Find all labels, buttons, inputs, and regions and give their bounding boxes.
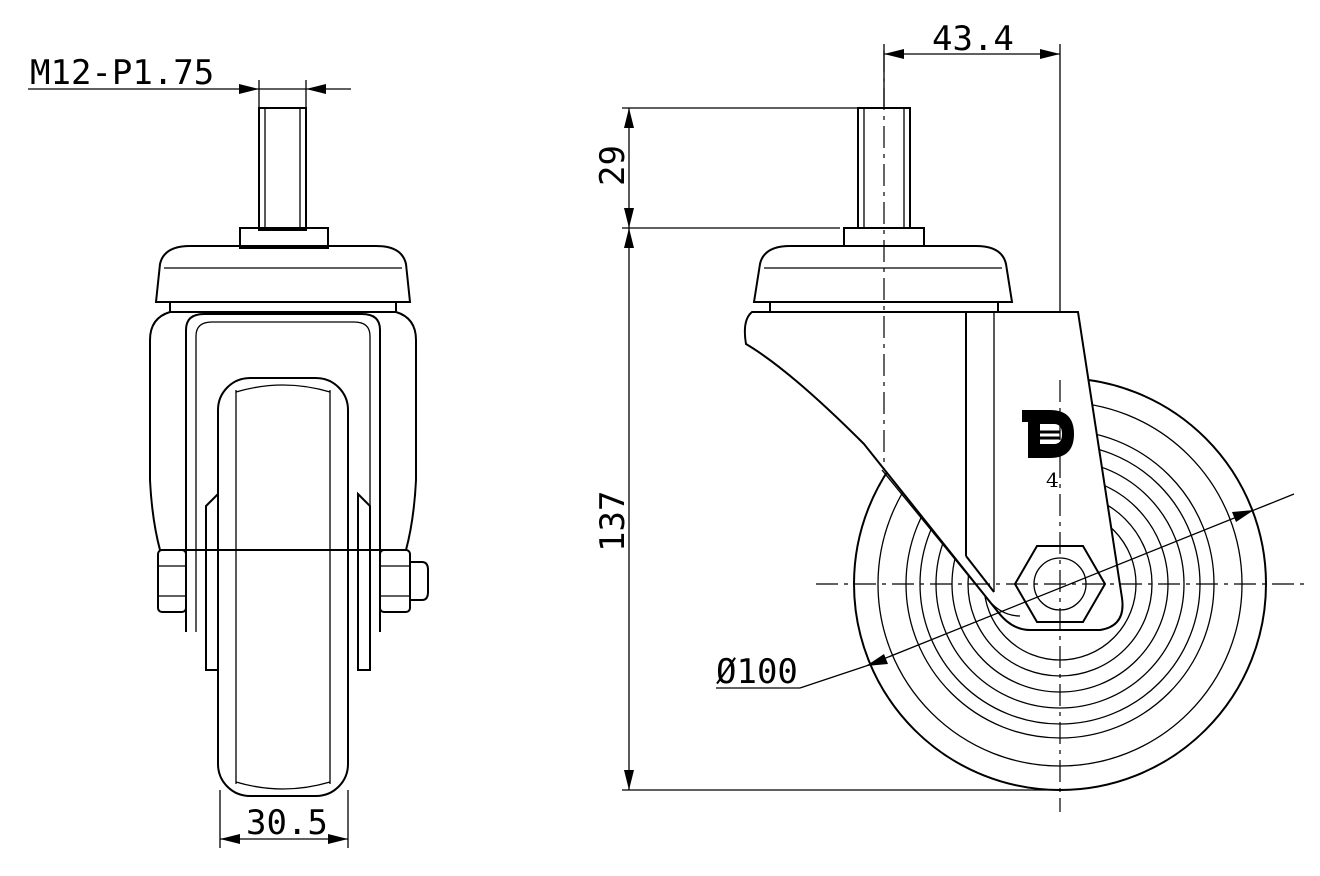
wheel-width-label: 30.5 bbox=[246, 803, 328, 843]
front-top-nut bbox=[239, 227, 329, 249]
total-height-dimension: 137 bbox=[593, 228, 1060, 791]
front-axle-nut-right bbox=[379, 549, 429, 613]
thread-dimension: M12-P1.75 bbox=[28, 53, 351, 108]
side-swivel-cap bbox=[752, 245, 1014, 303]
total-height-label: 137 bbox=[593, 491, 633, 552]
side-fork-plate bbox=[743, 311, 1124, 631]
stem-length-dimension: 29 bbox=[593, 107, 858, 229]
wheel-diameter-dimension: Ø100 bbox=[716, 493, 1295, 692]
offset-dimension: 43.4 bbox=[883, 19, 1061, 312]
side-fork-edge bbox=[881, 469, 1021, 617]
brand-logo: 4 bbox=[1022, 410, 1074, 492]
front-fork-strap bbox=[185, 313, 381, 632]
wheel-width-dimension: 30.5 bbox=[219, 790, 349, 848]
front-fork-body bbox=[149, 311, 417, 551]
wheel-diameter-label: Ø100 bbox=[716, 652, 798, 692]
side-view: 4 43.4 bbox=[593, 19, 1306, 812]
side-bearing-plate bbox=[769, 301, 999, 313]
front-view: M12-P1.75 30.5 bbox=[28, 53, 429, 848]
front-threaded-stem bbox=[258, 107, 307, 231]
front-hub-sides bbox=[205, 491, 371, 671]
front-axle-nut-left bbox=[157, 549, 187, 613]
front-swivel-cap bbox=[154, 245, 412, 303]
front-bearing-plate bbox=[169, 301, 397, 313]
front-wheel bbox=[217, 377, 349, 797]
thread-spec-label: M12-P1.75 bbox=[30, 53, 214, 93]
offset-label: 43.4 bbox=[932, 19, 1014, 59]
brand-digit: 4 bbox=[1046, 468, 1059, 492]
stem-length-label: 29 bbox=[593, 145, 633, 186]
